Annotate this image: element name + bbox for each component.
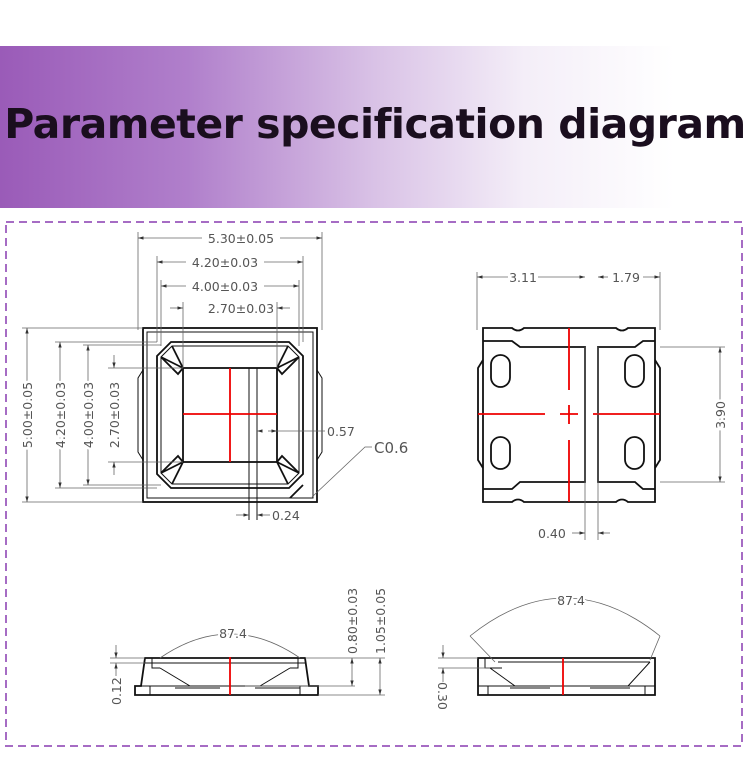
header-banner (0, 46, 750, 208)
dim-pad-right: 1.79 (612, 270, 640, 285)
side-step: 0.30 (435, 682, 450, 710)
top-view: 5.30±0.05 4.20±0.03 4.00±0.03 2.70±0.03 … (18, 231, 409, 523)
dim-height-outer: 5.00±0.05 (20, 382, 35, 448)
side-angle: 87.4 (557, 593, 585, 608)
dim-height-cup: 4.00±0.03 (81, 382, 96, 448)
dim-width-lens: 4.20±0.03 (192, 255, 258, 270)
dim-width-outer: 5.30±0.05 (208, 231, 274, 246)
side-view-side: 87.4 0.30 (435, 591, 661, 710)
page-title: Parameter specification diagram (4, 100, 746, 148)
dim-offset: 0.57 (327, 424, 355, 439)
dashed-frame (5, 221, 743, 747)
dim-width-cup: 4.00±0.03 (192, 279, 258, 294)
dim-pad-left: 3.11 (509, 270, 537, 285)
dim-chamfer: C0.6 (374, 439, 408, 457)
dim-width-die: 2.70±0.03 (208, 301, 274, 316)
dim-height-die: 2.70±0.03 (107, 382, 122, 448)
dim-pad-height: 3.90 (713, 401, 728, 429)
bottom-view: 3.11 1.79 3.90 0.40 (476, 270, 731, 541)
dim-pad-gap: 0.40 (538, 526, 566, 541)
dim-height-lens: 4.20±0.03 (53, 382, 68, 448)
front-cup-depth: 0.80±0.03 (345, 588, 360, 654)
dim-gap: 0.24 (272, 508, 300, 523)
side-view-front: 87.4 0.12 0.80±0.03 1.05±0.05 (109, 588, 388, 705)
front-total-height: 1.05±0.05 (373, 588, 388, 654)
front-lens-step: 0.12 (109, 677, 124, 705)
front-angle: 87.4 (219, 626, 247, 641)
